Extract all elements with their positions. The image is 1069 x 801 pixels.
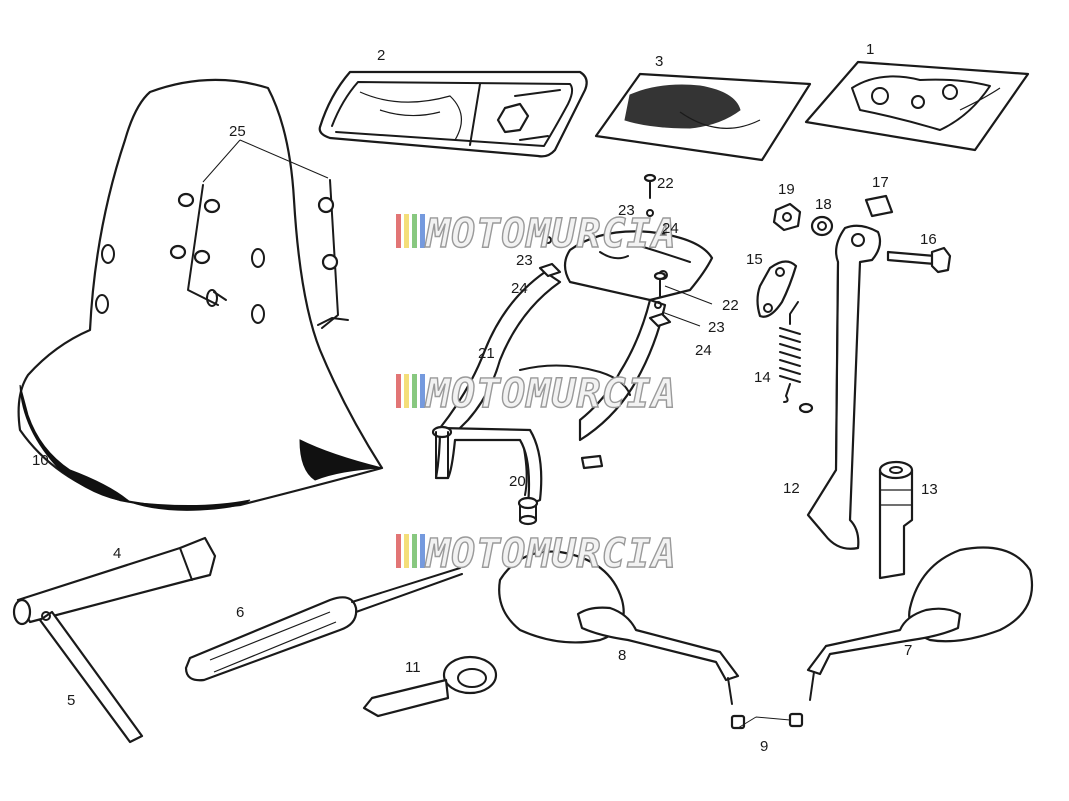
callout-23-left: 23 [516,252,533,269]
callout-25: 25 [229,123,246,140]
callout-24-top: 24 [662,220,679,237]
callout-22-right: 22 [722,297,739,314]
tommy-bar-part [38,610,144,744]
callout-12: 12 [783,480,800,497]
callout-7: 7 [904,642,912,659]
callout-14: 14 [754,369,771,386]
stand-bolt-part [886,246,952,274]
callout-3: 3 [655,53,663,70]
callout-18: 18 [815,196,832,213]
callout-4: 4 [113,545,121,562]
callout-15: 15 [746,251,763,268]
side-stand-part [798,224,882,550]
rear-carrier-part [431,230,714,526]
callout-5: 5 [67,692,75,709]
key-part [362,655,498,718]
hardware-bag-part [594,72,812,162]
watermark-top: MOTOMURCIA [396,210,677,258]
stand-hardware-part [772,194,894,237]
callout-8: 8 [618,647,626,664]
watermark-text: MOTOMURCIA [424,211,677,257]
callout-10: 10 [32,452,49,469]
callout-20: 20 [509,473,526,490]
callout-22-top: 22 [657,175,674,192]
callout-2: 2 [377,47,385,64]
callout-17: 17 [872,174,889,191]
callout-24-right: 24 [695,342,712,359]
gasket-kit-part [804,60,1030,152]
watermark-middle: MOTOMURCIA [396,370,677,418]
screwdriver-part [184,567,463,682]
stand-pivot-part [878,460,914,580]
tool-pouch-part [318,70,588,158]
callout-23-top: 23 [618,202,635,219]
windscreen-part [17,78,384,511]
callout-6: 6 [236,604,244,621]
carrier-fasteners-part [538,173,672,328]
callout-13: 13 [921,481,938,498]
callout-23-right: 23 [708,319,725,336]
callout-24-left: 24 [511,280,528,297]
callout-9: 9 [760,738,768,755]
box-spanner-part [12,536,217,626]
stand-spring-part [779,301,801,403]
watermark-bottom: MOTOMURCIA [396,530,677,578]
windscreen-bracket-part [169,179,349,329]
callout-21: 21 [478,345,495,362]
callout-1: 1 [866,41,874,58]
callout-11: 11 [405,659,421,676]
watermark-text: MOTOMURCIA [424,371,677,417]
callout-labels: 1 2 3 4 5 6 7 8 9 10 11 12 13 14 15 16 1… [32,41,938,755]
left-mirror-part [498,550,740,705]
callout-16: 16 [920,231,937,248]
mirror-cap-part [730,712,804,730]
stand-plate-part [756,260,798,318]
callout-leaders [202,139,791,729]
watermark-text: MOTOMURCIA [424,531,677,577]
right-mirror-part [806,546,1034,701]
callout-19: 19 [778,181,795,198]
